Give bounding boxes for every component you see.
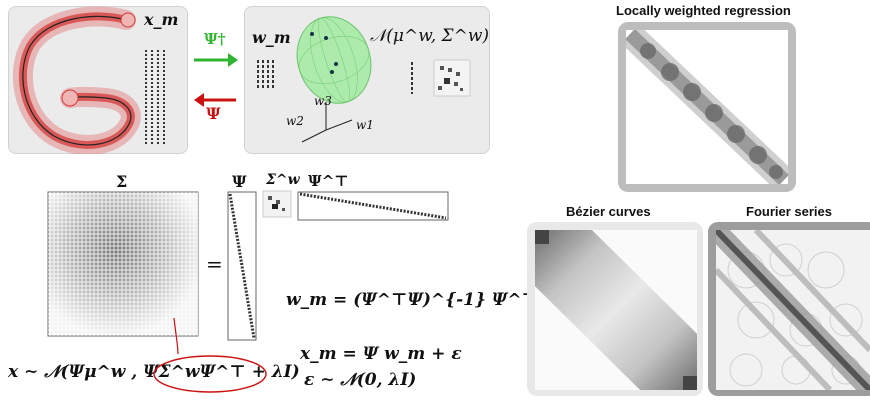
bezier-title: Bézier curves: [566, 204, 651, 219]
trajectory-start: [120, 12, 136, 28]
equation-epsilon: ε ∼ 𝒩(0, λI): [304, 370, 417, 390]
psi-transpose-matrix: [297, 191, 449, 221]
gaussian-ellipsoid: [296, 16, 372, 104]
psi-transpose-label: Ψ^⊤: [308, 172, 349, 190]
psi-label: Ψ: [206, 104, 221, 123]
equation-wm: w_m = (Ψ^⊤Ψ)^{-1} Ψ^⊤ x_m: [286, 290, 581, 310]
axis-w3-label: w3: [314, 94, 332, 108]
wm-vectors: [257, 60, 274, 90]
xm-vectors: [145, 50, 165, 146]
sigma-label: Σ: [116, 172, 128, 191]
fourier-title: Fourier series: [746, 204, 832, 219]
lwr-title: Locally weighted regression: [616, 3, 791, 18]
equation-xm: x_m = Ψ w_m + ε: [300, 344, 462, 364]
bezier-matrix: [535, 230, 697, 390]
sigma-w-matrix: [262, 190, 292, 218]
fourier-matrix: [716, 230, 870, 390]
mu-sigma-icons: [411, 59, 471, 97]
normal-label: 𝒩(μ^w, Σ^w): [370, 26, 489, 46]
trajectory-drawing: [12, 6, 165, 154]
wm-label: w_m: [252, 28, 291, 47]
psi-column-label: Ψ: [232, 172, 247, 191]
xm-label: x_m: [144, 10, 179, 29]
psi-dagger-label: Ψ†: [204, 30, 226, 48]
psi-matrix: [227, 191, 257, 341]
trajectory-mean: [22, 15, 132, 146]
sigma-w-label: Σ^w: [266, 172, 300, 188]
trajectory-end: [61, 89, 79, 107]
equals-sign: =: [206, 252, 223, 276]
axes-3d: [301, 102, 353, 143]
axis-w1-label: w1: [356, 118, 374, 132]
mapping-arrows: [194, 53, 238, 107]
lwr-matrix: [626, 30, 788, 184]
axis-w2-label: w2: [286, 114, 304, 128]
sigma-matrix: [47, 191, 199, 337]
